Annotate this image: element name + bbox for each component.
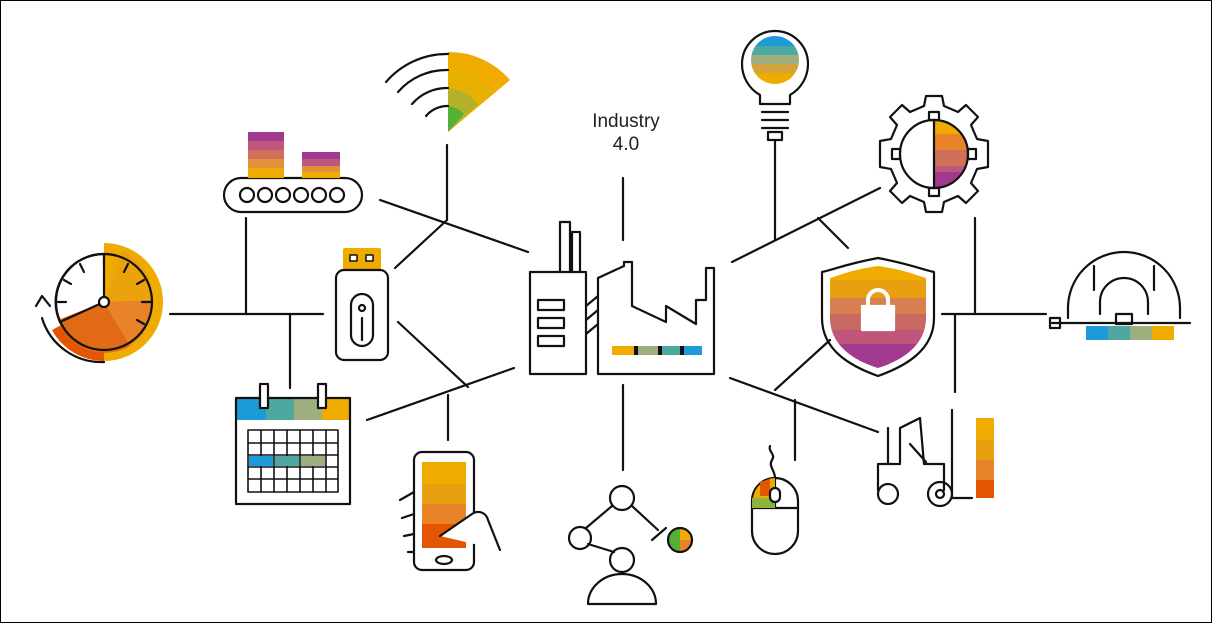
connector-lines xyxy=(168,138,1048,472)
computer-mouse-icon xyxy=(750,444,800,556)
title-line-1: Industry xyxy=(592,111,660,132)
wifi-signal-icon xyxy=(384,51,510,132)
diagram-title: Industry 4.0 xyxy=(556,110,696,156)
shield-lock-icon xyxy=(820,256,936,378)
forklift-icon xyxy=(876,408,994,508)
stopwatch-icon xyxy=(34,243,163,364)
calendar-icon xyxy=(234,382,352,506)
robot-arm-icon xyxy=(567,484,694,606)
conveyor-belt-icon xyxy=(222,132,364,214)
smartphone-icon xyxy=(398,450,502,572)
usb-drive-icon xyxy=(334,248,390,362)
lightbulb-icon xyxy=(740,29,810,142)
title-line-2: 4.0 xyxy=(612,134,640,155)
hard-hat-icon xyxy=(1048,250,1192,340)
gear-icon xyxy=(878,94,990,214)
factory-icon xyxy=(528,220,716,376)
